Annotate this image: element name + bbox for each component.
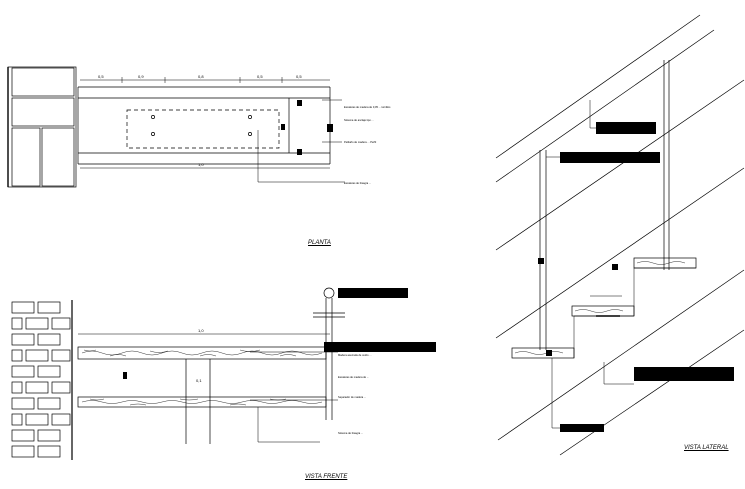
lower-tread: [77, 396, 327, 408]
front-note-3: Separador de madera ...: [338, 395, 366, 399]
plan-dim-6: 1,0: [198, 162, 204, 167]
plan-view: 0,5 0,9 0,8 0,5 0,5 1,0 Escaleras de mad…: [7, 66, 391, 188]
upper-tread: [77, 346, 327, 360]
plan-note-4: Escaleras de bisagra ...: [344, 181, 371, 185]
brick-wall-icon: [11, 300, 73, 460]
side-view-title: VISTA LATERAL: [684, 445, 729, 451]
plan-dim-2: 0,9: [138, 74, 144, 79]
plan-dim-1: 0,5: [98, 74, 104, 79]
plan-view-title: PLANTA: [308, 240, 331, 246]
front-view: 1,0 0,1: [11, 287, 436, 460]
side-view: [495, 14, 745, 456]
plan-note-3: Peldaño de madera ... Perfil: [344, 140, 377, 144]
handrail-post-icon: [313, 287, 345, 420]
side-steps: [511, 257, 697, 359]
plan-dim-3: 0,8: [198, 74, 204, 79]
plan-note-2: Sistema de anclaje tipo ...: [344, 118, 374, 122]
plan-dim-5: 0,5: [296, 74, 302, 79]
front-dim-2: 0,1: [196, 378, 202, 383]
plan-note-1: Escaleras de madera de 0,05 ... tornillo…: [344, 105, 391, 109]
plan-wall: [7, 66, 77, 188]
front-note-4: Sistema de bisagra ...: [338, 431, 363, 435]
front-note-1: Madera aserrada de cedro ...: [338, 353, 372, 357]
front-view-title: VISTA FRENTE: [305, 474, 348, 480]
front-note-2: Escaleras de madera de ...: [338, 375, 369, 379]
plan-dim-4: 0,5: [257, 74, 263, 79]
front-dim-1: 1,0: [198, 328, 204, 333]
